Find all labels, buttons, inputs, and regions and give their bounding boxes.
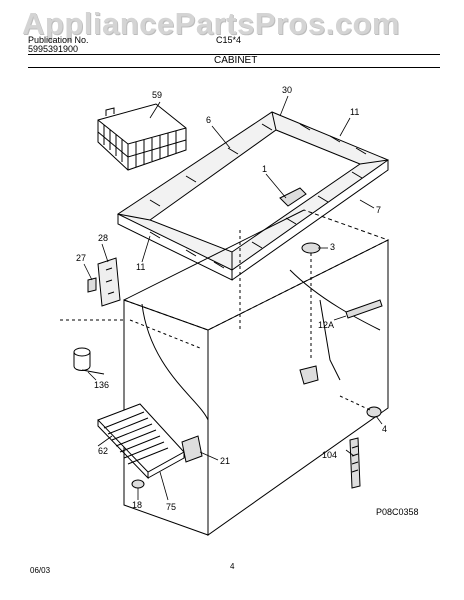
callout-75: 75 [166, 502, 177, 512]
callout-62: 62 [98, 446, 109, 456]
callout-4: 4 [382, 424, 388, 434]
watermark-text: AppliancePartsPros.com [22, 6, 400, 41]
header-rule-bottom [28, 67, 440, 68]
callout-11-top: 11 [350, 107, 360, 117]
footer-page-number: 4 [230, 562, 235, 571]
part-3-shape [301, 242, 321, 254]
callout-104: 104 [322, 450, 338, 460]
part-1-shape [279, 187, 307, 207]
part-21-shape [181, 435, 203, 463]
callout-21: 21 [220, 456, 231, 466]
leader-lines [83, 95, 383, 501]
callout-3: 3 [330, 242, 336, 252]
part-18-shape [131, 479, 145, 489]
part-number: 5995391900 [28, 44, 79, 54]
callout-7: 7 [376, 205, 382, 215]
model-code: C15*4 [216, 35, 242, 45]
callout-11-left: 11 [136, 262, 146, 272]
storage-basket [97, 103, 187, 171]
callout-136: 136 [94, 380, 110, 390]
section-title: CABINET [214, 55, 258, 66]
part-136-shape [73, 347, 91, 357]
diagram-code: P08C0358 [376, 507, 419, 517]
cabinet-body [123, 209, 390, 536]
part-4-shape [366, 406, 382, 418]
model-line: Publication No. [28, 35, 89, 45]
lid-gasket-frame [116, 111, 390, 281]
callout-12a: 12A [318, 320, 335, 330]
callout-30: 30 [282, 85, 293, 95]
callout-28: 28 [98, 233, 109, 243]
footer-date: 06/03 [30, 566, 51, 575]
callout-59: 59 [152, 90, 163, 100]
header-rule-top [28, 54, 440, 55]
callout-1: 1 [262, 164, 268, 174]
hinge-bracket [97, 257, 121, 307]
callout-18: 18 [132, 500, 143, 510]
callout-27: 27 [76, 253, 87, 263]
callout-6: 6 [206, 115, 212, 125]
